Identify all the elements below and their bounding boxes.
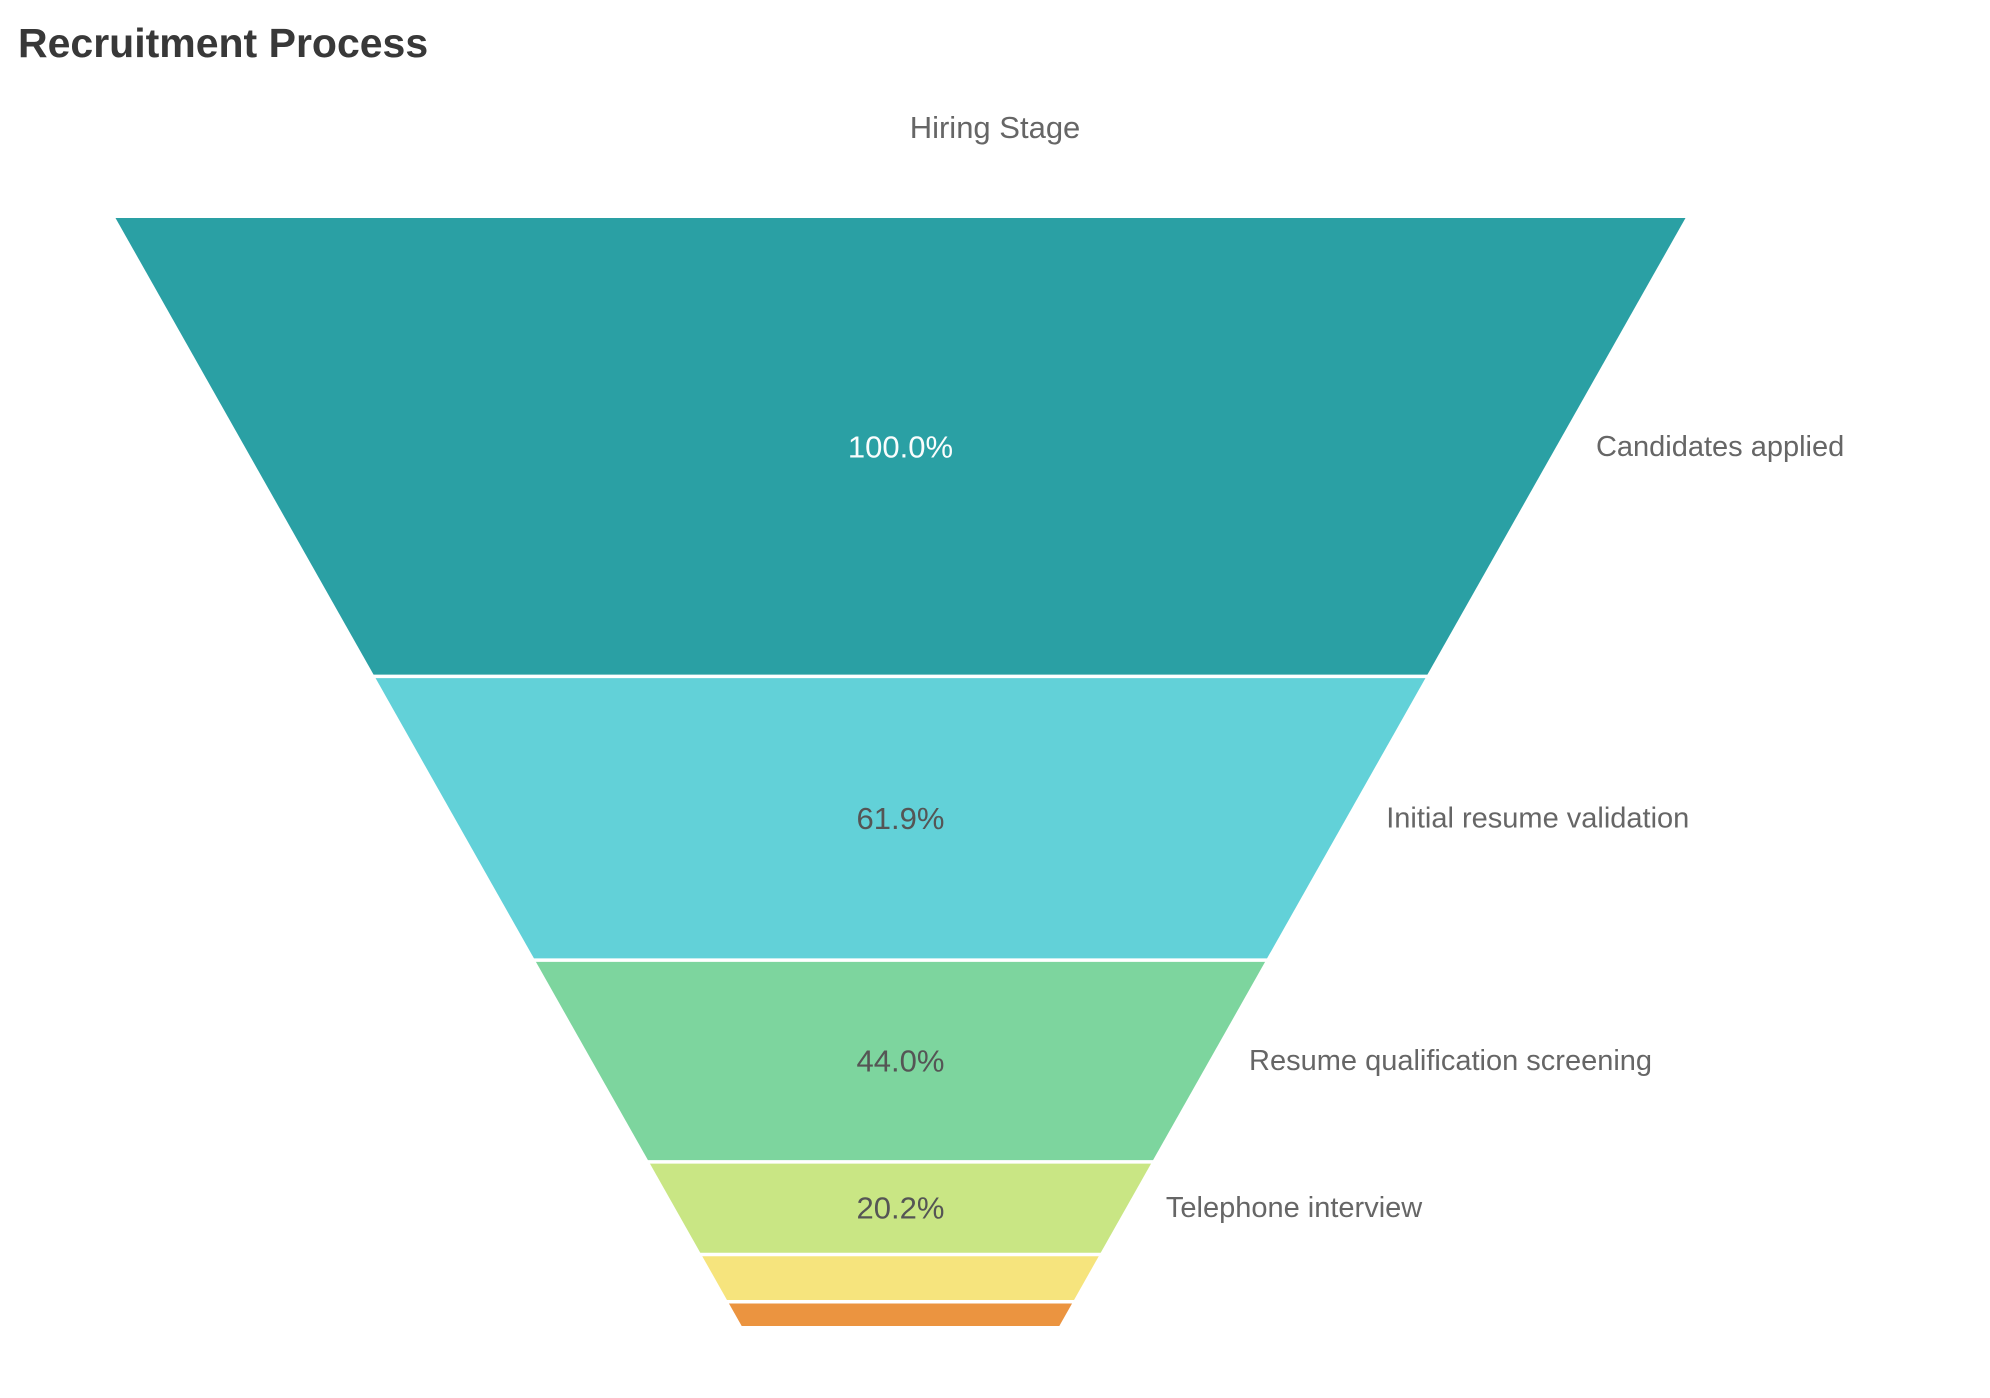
chart-title: Recruitment Process bbox=[18, 20, 429, 66]
stage-percent-label: 44.0% bbox=[857, 1044, 945, 1079]
funnel-stage-6[interactable] bbox=[727, 1301, 1074, 1326]
stage-name-label: Telephone interview bbox=[1166, 1192, 1423, 1224]
funnel-stage-1[interactable] bbox=[115, 218, 1686, 677]
funnel-stage-4[interactable] bbox=[648, 1161, 1153, 1255]
funnel-stage-5[interactable] bbox=[701, 1254, 1100, 1302]
stage-name-label: Candidates applied bbox=[1596, 431, 1844, 463]
stage-percent-label: 100.0% bbox=[848, 430, 953, 465]
chart-subtitle: Hiring Stage bbox=[909, 110, 1081, 145]
stage-name-label: Resume qualification screening bbox=[1249, 1045, 1652, 1077]
funnel-stage-2[interactable] bbox=[374, 676, 1427, 961]
stage-percent-label: 20.2% bbox=[857, 1191, 945, 1226]
stage-percent-label: 61.9% bbox=[857, 801, 945, 836]
funnel-stage-3[interactable] bbox=[534, 960, 1267, 1162]
stage-name-label: Initial resume validation bbox=[1386, 802, 1689, 834]
